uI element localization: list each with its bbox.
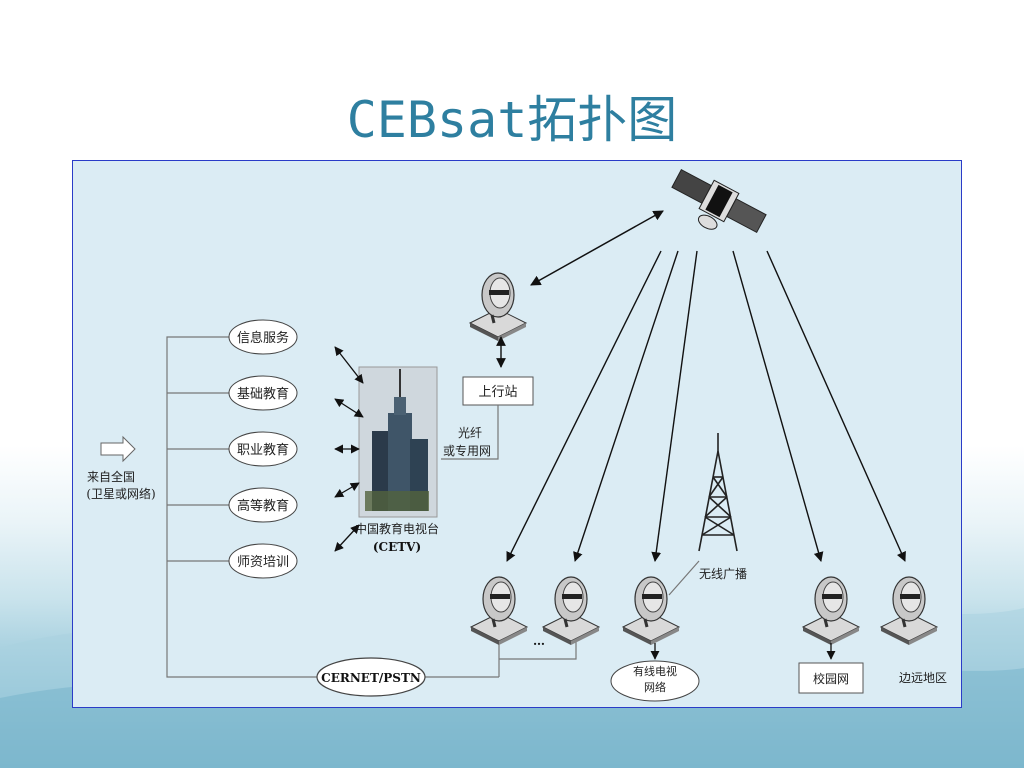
slide-title: CEBsat拓扑图 <box>346 91 678 149</box>
service-label: 高等教育 <box>237 498 289 514</box>
network-label: CERNET/PSTN <box>321 671 421 685</box>
receiver-dish-icon <box>801 575 861 647</box>
service-label: 基础教育 <box>237 386 289 402</box>
source-label-line1: 来自全国 <box>87 469 135 484</box>
service-node: 基础教育 <box>228 375 298 411</box>
source-arrow-icon <box>100 435 136 463</box>
service-label: 职业教育 <box>237 442 289 458</box>
campus-network-box <box>798 662 864 694</box>
cetv-building-icon <box>358 366 438 518</box>
cable-tv-node <box>610 660 700 702</box>
service-label: 信息服务 <box>237 330 289 346</box>
receiver-dish-icon <box>469 575 529 647</box>
ellipsis-label: … <box>533 634 545 648</box>
uplink-dish-icon <box>468 271 528 343</box>
receiver-dish-icon <box>621 575 681 647</box>
cernet-pstn-node <box>316 657 426 697</box>
source-label-line2: (卫星或网络) <box>86 486 155 501</box>
satellite-icon <box>671 168 767 234</box>
cable-label-line1: 有线电视 <box>633 664 677 678</box>
cable-label-line2: 网络 <box>644 680 666 694</box>
receiver-dish-icon <box>541 575 601 647</box>
service-node: 信息服务 <box>228 319 298 355</box>
topology-diagram: 上行站 光纤 或专用网 中国教育电视台 (CETV) 信息服务 基础教育 职业教… <box>72 160 962 708</box>
remote-label: 边远地区 <box>899 671 947 685</box>
service-label: 师资培训 <box>237 554 289 570</box>
campus-label: 校园网 <box>813 671 849 686</box>
cetv-abbr-label: (CETV) <box>373 540 421 554</box>
fiber-label-line2: 或专用网 <box>443 443 491 458</box>
uplink-label: 上行站 <box>478 385 517 400</box>
service-node: 师资培训 <box>228 543 298 579</box>
service-node: 高等教育 <box>228 487 298 523</box>
fiber-label-line1: 光纤 <box>458 426 482 440</box>
receiver-dish-icon <box>879 575 939 647</box>
service-node: 职业教育 <box>228 431 298 467</box>
cetv-name-label: 中国教育电视台 <box>355 521 439 536</box>
wireless-label: 无线广播 <box>699 567 747 581</box>
broadcast-tower-icon <box>698 433 738 552</box>
